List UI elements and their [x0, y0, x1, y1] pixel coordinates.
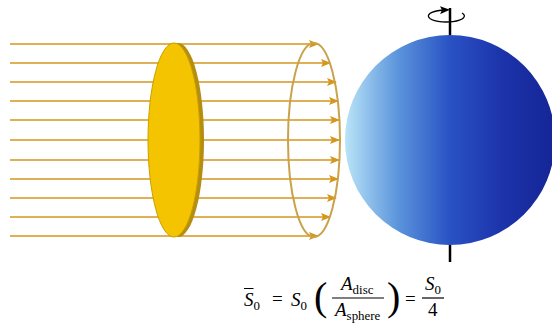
flux-symbol: S0 [425, 274, 441, 295]
rotation-axis [449, 245, 452, 262]
disc-area-symbol: Adisc [341, 274, 373, 295]
sphere-area-symbol: Asphere [335, 300, 380, 321]
rotation-arrow [428, 10, 464, 22]
equals-sign: = [272, 289, 283, 310]
projected-disc-outline [288, 43, 340, 237]
mean-flux-symbol: S0 [244, 290, 260, 311]
sunlight-rays [10, 44, 339, 236]
parenthesis: ) [387, 277, 400, 317]
parenthesis: ( [314, 277, 327, 317]
yellow-disc [148, 43, 200, 237]
denominator-number: 4 [428, 300, 438, 321]
earth-sphere [345, 35, 552, 245]
flux-symbol: S0 [291, 290, 307, 311]
equals-sign: = [405, 289, 416, 310]
